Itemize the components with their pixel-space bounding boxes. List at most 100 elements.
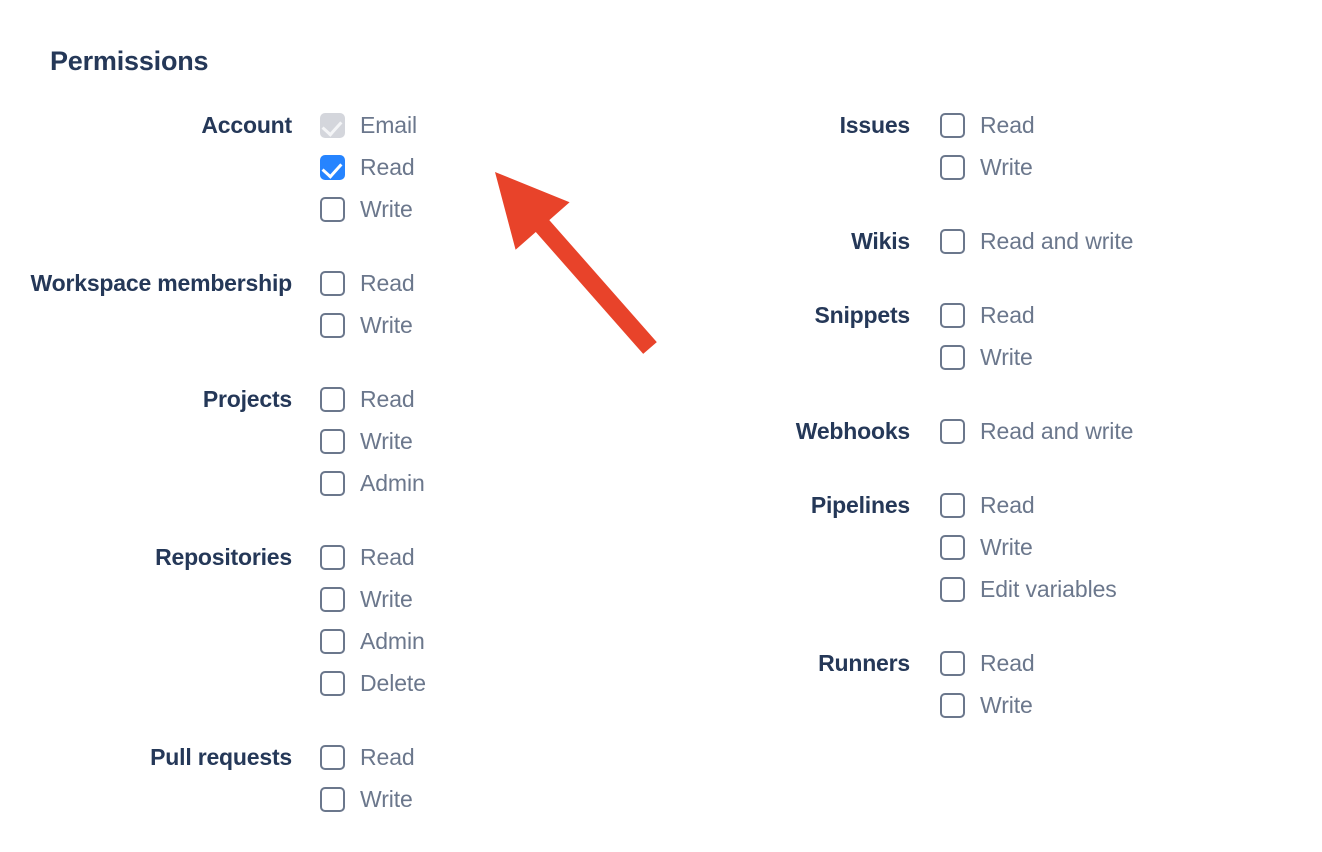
checkbox-snippets-write[interactable] — [940, 344, 965, 370]
permission-option-row[interactable]: Read — [320, 736, 660, 778]
permission-option-row[interactable]: Read — [940, 294, 1320, 336]
permission-group-title: Snippets — [814, 302, 910, 328]
checkbox-account-email — [320, 112, 345, 138]
checkbox-pull-requests-write[interactable] — [320, 786, 345, 812]
permission-option-label: Write — [360, 585, 413, 612]
checkbox-pipelines-write[interactable] — [940, 534, 965, 560]
permission-option-label: Read — [980, 491, 1035, 518]
permission-option-row[interactable]: Read — [320, 536, 660, 578]
checkbox-workspace-membership-write[interactable] — [320, 312, 345, 338]
checkbox-issues-read[interactable] — [940, 112, 965, 138]
permission-group-title: Repositories — [155, 544, 292, 570]
permission-option-row[interactable]: Write — [940, 684, 1320, 726]
permission-option-label: Edit variables — [980, 575, 1117, 602]
permission-option-label: Read — [980, 111, 1035, 138]
checkbox-wikis-read-and-write[interactable] — [940, 228, 965, 254]
checkbox-pipelines-read[interactable] — [940, 492, 965, 518]
permission-option-label: Read — [980, 301, 1035, 328]
permission-option-row[interactable]: Read — [320, 146, 660, 188]
checkbox-repositories-delete[interactable] — [320, 670, 345, 696]
checkbox-snippets-read[interactable] — [940, 302, 965, 328]
permission-option-row[interactable]: Read and write — [940, 220, 1320, 262]
checkbox-pull-requests-read[interactable] — [320, 744, 345, 770]
permission-option-row[interactable]: Read — [320, 378, 660, 420]
permission-option-label: Write — [360, 785, 413, 812]
checkbox-account-write[interactable] — [320, 196, 345, 222]
permission-option-row[interactable]: Email — [320, 104, 660, 146]
permission-option-row[interactable]: Read and write — [940, 410, 1320, 452]
permission-option-label: Write — [980, 533, 1033, 560]
permission-option-row[interactable]: Write — [320, 304, 660, 346]
permission-option-label: Admin — [360, 627, 425, 654]
checkbox-runners-write[interactable] — [940, 692, 965, 718]
permission-option-label: Write — [360, 427, 413, 454]
permission-option-label: Read — [360, 543, 415, 570]
permission-option-label: Write — [980, 153, 1033, 180]
permission-group-title: Projects — [202, 386, 292, 412]
permission-option-label: Read — [360, 153, 415, 180]
permission-option-row[interactable]: Read — [940, 642, 1320, 684]
checkbox-projects-write[interactable] — [320, 428, 345, 454]
permission-option-row[interactable]: Write — [320, 578, 660, 620]
checkbox-projects-read[interactable] — [320, 386, 345, 412]
permission-option-row[interactable]: Read — [940, 484, 1320, 526]
permission-group-wikis: Wikis Read and write — [660, 220, 1320, 262]
checkbox-repositories-write[interactable] — [320, 586, 345, 612]
checkbox-account-read[interactable] — [320, 154, 345, 180]
permission-option-label: Write — [980, 343, 1033, 370]
permission-option-row[interactable]: Admin — [320, 462, 660, 504]
permission-group-title: Runners — [818, 650, 910, 676]
checkbox-repositories-admin[interactable] — [320, 628, 345, 654]
permission-option-row[interactable]: Write — [320, 188, 660, 230]
permission-option-row[interactable]: Edit variables — [940, 568, 1320, 610]
checkbox-issues-write[interactable] — [940, 154, 965, 180]
permission-option-label: Write — [980, 691, 1033, 718]
permission-option-label: Write — [360, 195, 413, 222]
permission-option-row[interactable]: Write — [320, 778, 660, 820]
permission-option-row[interactable]: Read — [940, 104, 1320, 146]
permission-option-row[interactable]: Write — [940, 526, 1320, 568]
permission-option-row[interactable]: Write — [320, 420, 660, 462]
permission-option-label: Read — [360, 269, 415, 296]
checkbox-pipelines-edit-variables[interactable] — [940, 576, 965, 602]
permission-group-title: Webhooks — [795, 418, 910, 444]
permission-option-row[interactable]: Read — [320, 262, 660, 304]
checkbox-webhooks-read-and-write[interactable] — [940, 418, 965, 444]
permission-option-label: Read — [980, 649, 1035, 676]
checkmark-icon — [321, 114, 343, 137]
permission-option-label: Read and write — [980, 227, 1134, 254]
permission-group-title: Wikis — [851, 228, 910, 254]
permission-option-row[interactable]: Delete — [320, 662, 660, 704]
permission-option-row[interactable]: Admin — [320, 620, 660, 662]
permission-group-title: Pull requests — [150, 744, 292, 770]
checkmark-icon — [321, 156, 343, 179]
permission-option-row[interactable]: Write — [940, 146, 1320, 188]
checkbox-runners-read[interactable] — [940, 650, 965, 676]
checkbox-projects-admin[interactable] — [320, 470, 345, 496]
permission-option-row[interactable]: Write — [940, 336, 1320, 378]
permission-option-label: Delete — [360, 669, 426, 696]
permission-group-webhooks: Webhooks Read and write — [660, 410, 1320, 452]
permission-option-label: Read and write — [980, 417, 1134, 444]
checkbox-workspace-membership-read[interactable] — [320, 270, 345, 296]
checkbox-repositories-read[interactable] — [320, 544, 345, 570]
permission-group-title: Workspace membership — [30, 270, 293, 296]
permission-group-title: Account — [201, 112, 292, 138]
